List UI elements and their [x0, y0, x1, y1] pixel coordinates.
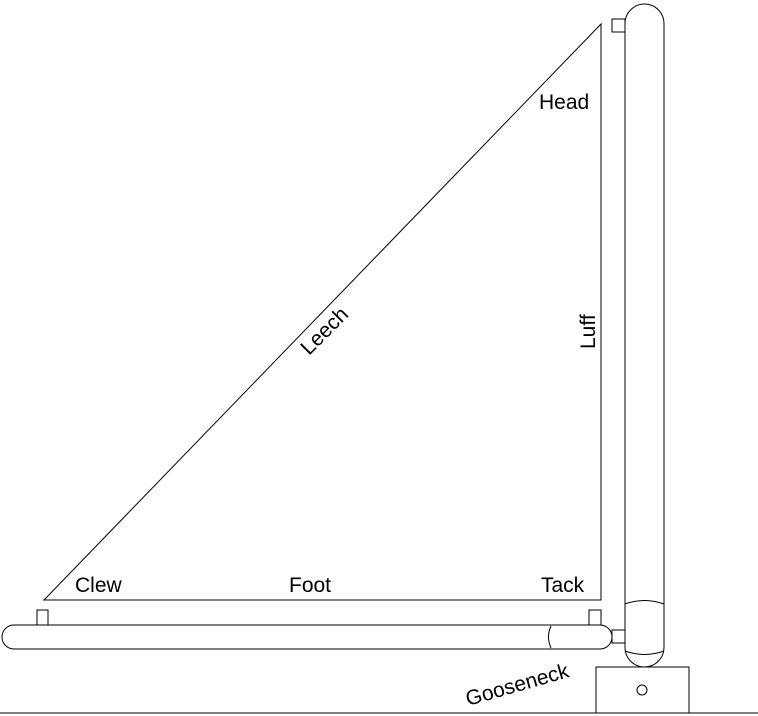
label-tack: Tack — [541, 574, 585, 597]
label-luff: Luff — [577, 314, 600, 349]
head-fitting — [611, 18, 626, 33]
mast-collar-top — [624, 600, 665, 605]
label-clew: Clew — [75, 574, 123, 597]
label-gooseneck: Gooseneck — [463, 659, 572, 711]
label-foot: Foot — [289, 574, 331, 597]
gooseneck-connector — [611, 629, 626, 644]
mast-step — [595, 666, 690, 714]
label-leech: Leech — [296, 303, 353, 360]
mast-step-pin — [636, 684, 648, 696]
sail — [42, 22, 602, 601]
mast-body — [624, 3, 665, 668]
boom-body — [1, 624, 613, 650]
gooseneck-fitting — [548, 625, 552, 649]
mast — [624, 3, 665, 668]
clew-fitting — [36, 609, 49, 626]
boom — [1, 624, 613, 650]
tack-fitting — [588, 609, 602, 626]
label-head: Head — [539, 91, 589, 114]
mast-collar-bottom — [624, 650, 665, 655]
